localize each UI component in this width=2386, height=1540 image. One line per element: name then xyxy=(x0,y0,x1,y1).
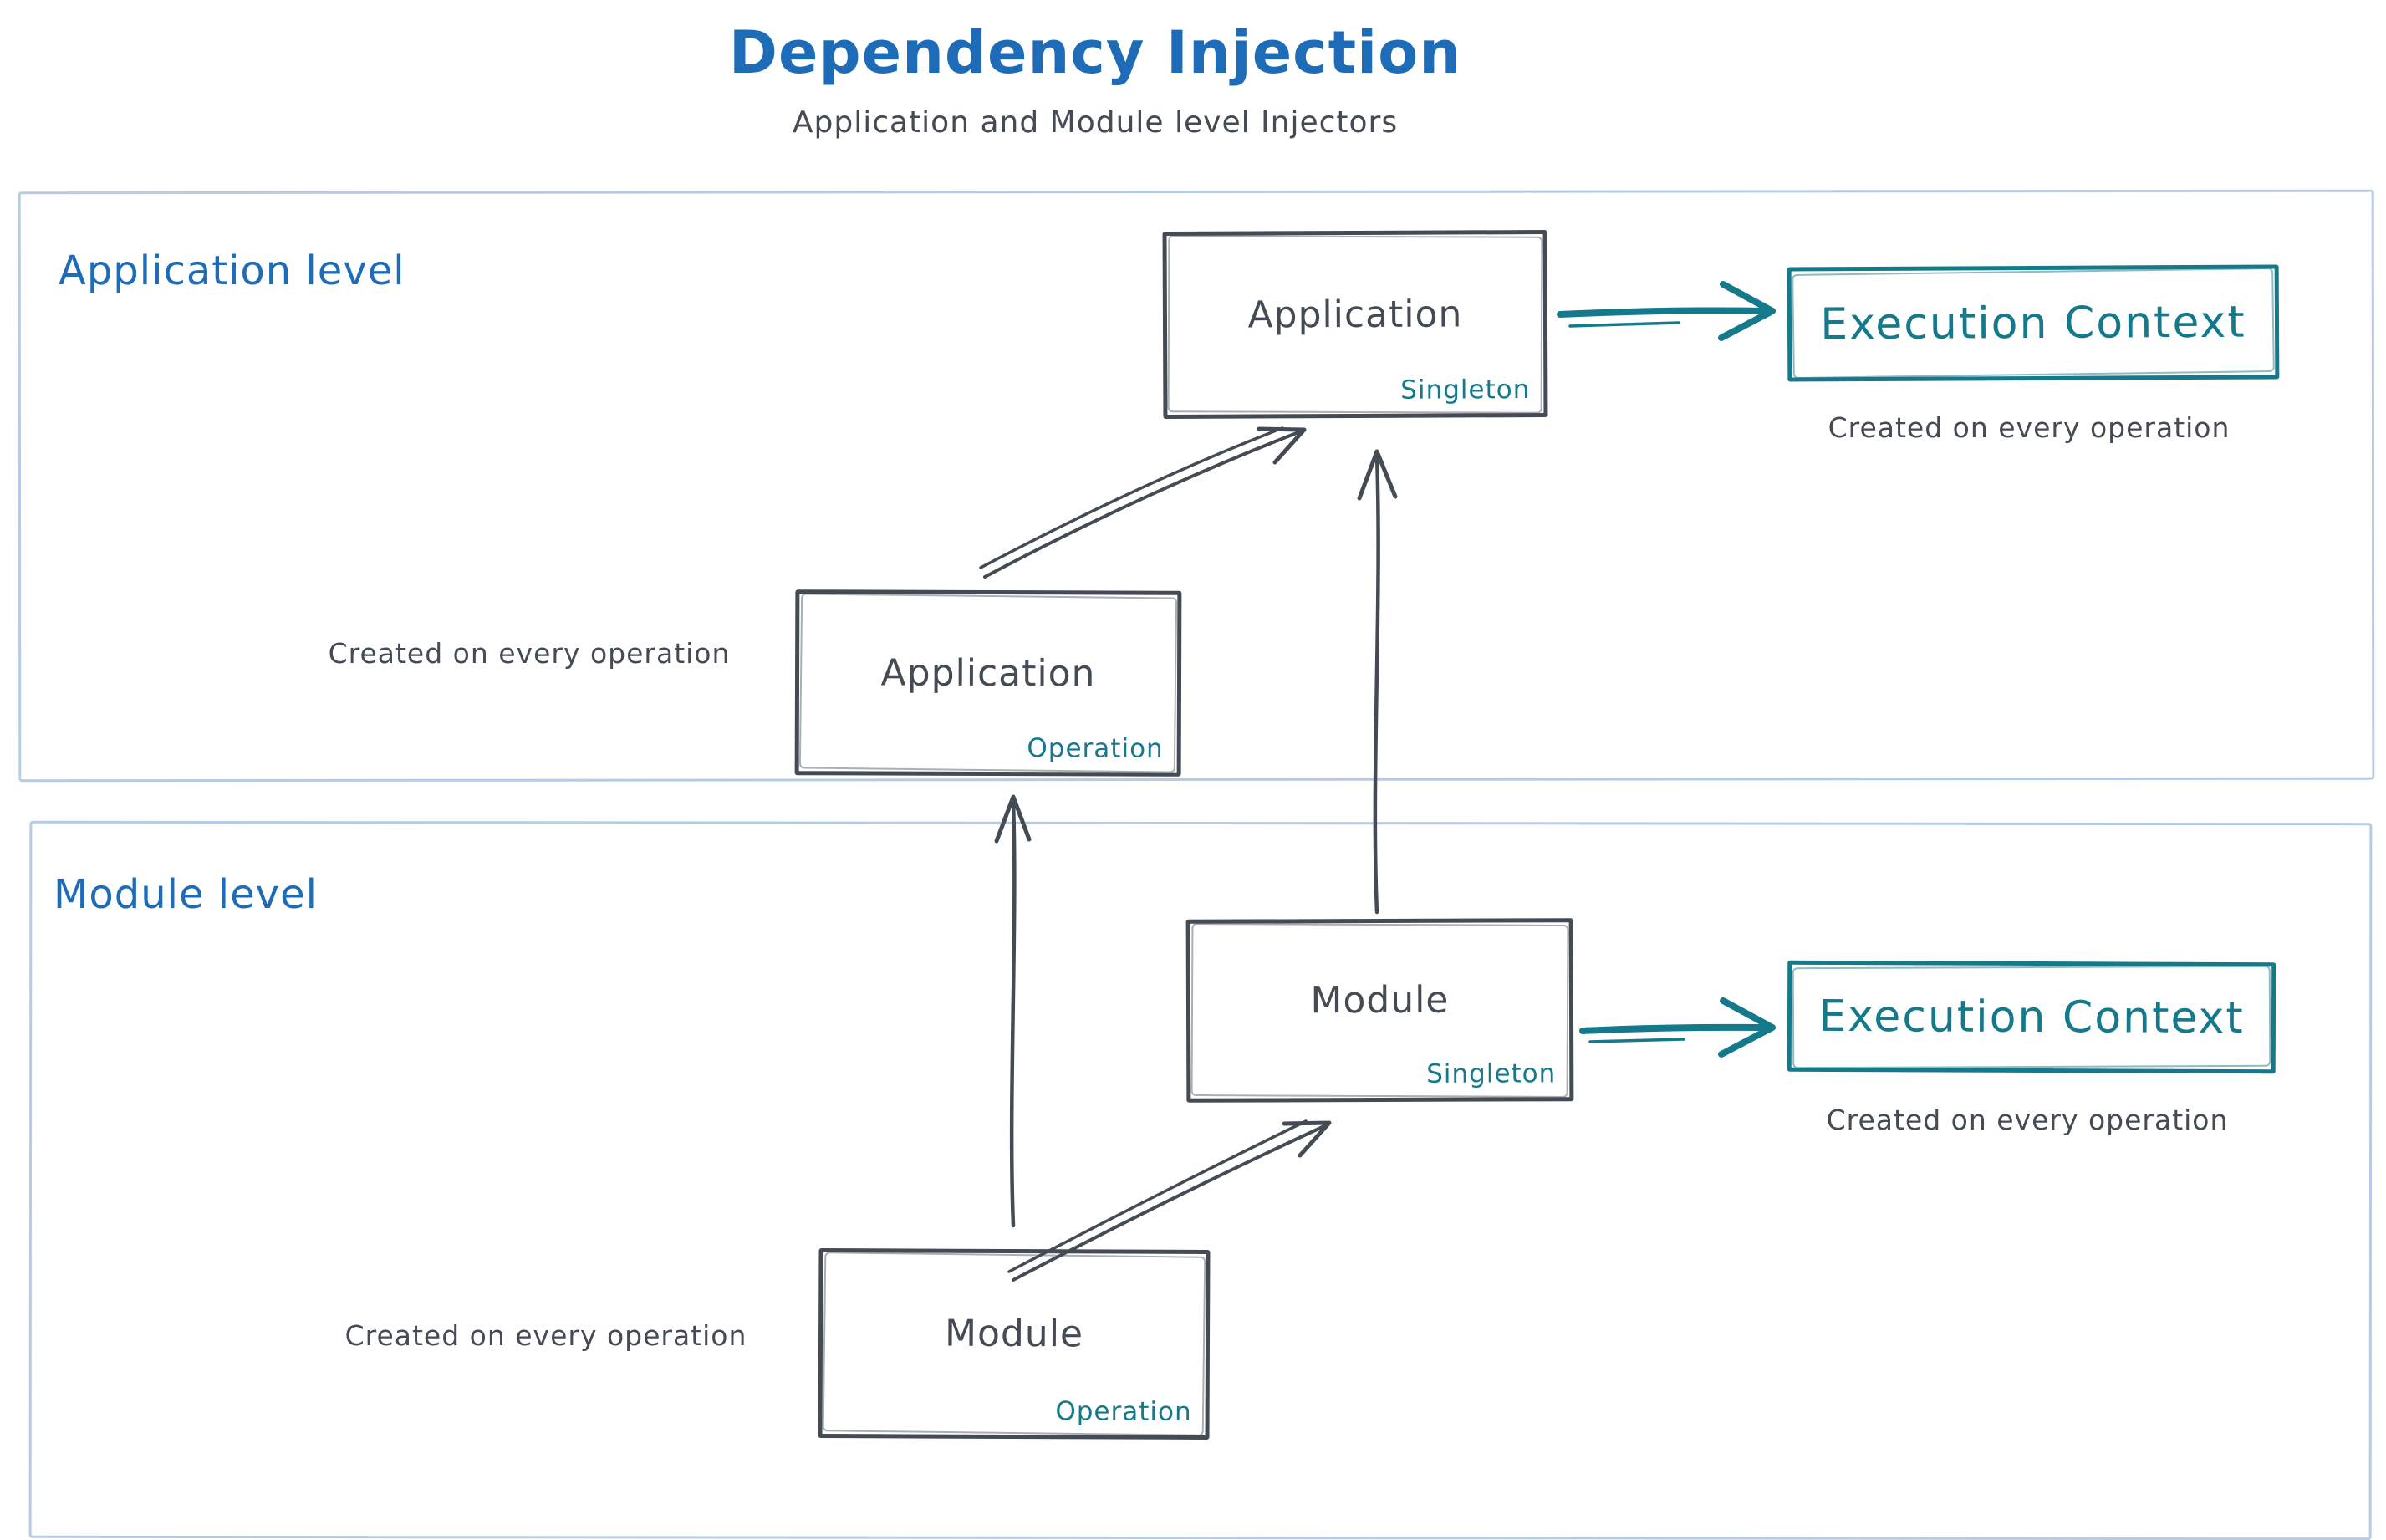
diagram-title: Dependency Injection xyxy=(728,18,1462,87)
caption-application-execution-context: Created on every operation xyxy=(1828,411,2231,444)
caption-module-execution-context: Created on every operation xyxy=(1826,1104,2229,1136)
execution-context-module-box: Execution Context xyxy=(1787,960,2276,1074)
node-module-operation-title: Module xyxy=(944,1312,1084,1356)
node-application-operation-badge: Operation xyxy=(1027,733,1164,764)
node-application-operation: Application Operation xyxy=(794,589,1182,777)
node-application-singleton-badge: Singleton xyxy=(1400,375,1531,405)
node-module-singleton-title: Module xyxy=(1310,978,1450,1022)
diagram-subtitle: Application and Module level Injectors xyxy=(792,105,1399,140)
node-module-singleton: Module Singleton xyxy=(1185,918,1574,1103)
node-application-operation-title: Application xyxy=(880,651,1096,695)
application-level-label: Application level xyxy=(59,247,405,294)
execution-context-application-box: Execution Context xyxy=(1787,264,2280,382)
node-module-operation-badge: Operation xyxy=(1055,1396,1192,1427)
node-module-operation: Module Operation xyxy=(818,1247,1211,1441)
execution-context-application-label: Execution Context xyxy=(1820,297,2246,349)
execution-context-module-label: Execution Context xyxy=(1818,991,2245,1043)
caption-module-operation: Created on every operation xyxy=(344,1319,747,1352)
node-application-singleton: Application Singleton xyxy=(1162,229,1548,420)
node-application-singleton-title: Application xyxy=(1247,292,1463,337)
module-level-label: Module level xyxy=(54,871,318,918)
caption-application-operation: Created on every operation xyxy=(328,637,731,670)
node-module-singleton-badge: Singleton xyxy=(1426,1058,1557,1089)
